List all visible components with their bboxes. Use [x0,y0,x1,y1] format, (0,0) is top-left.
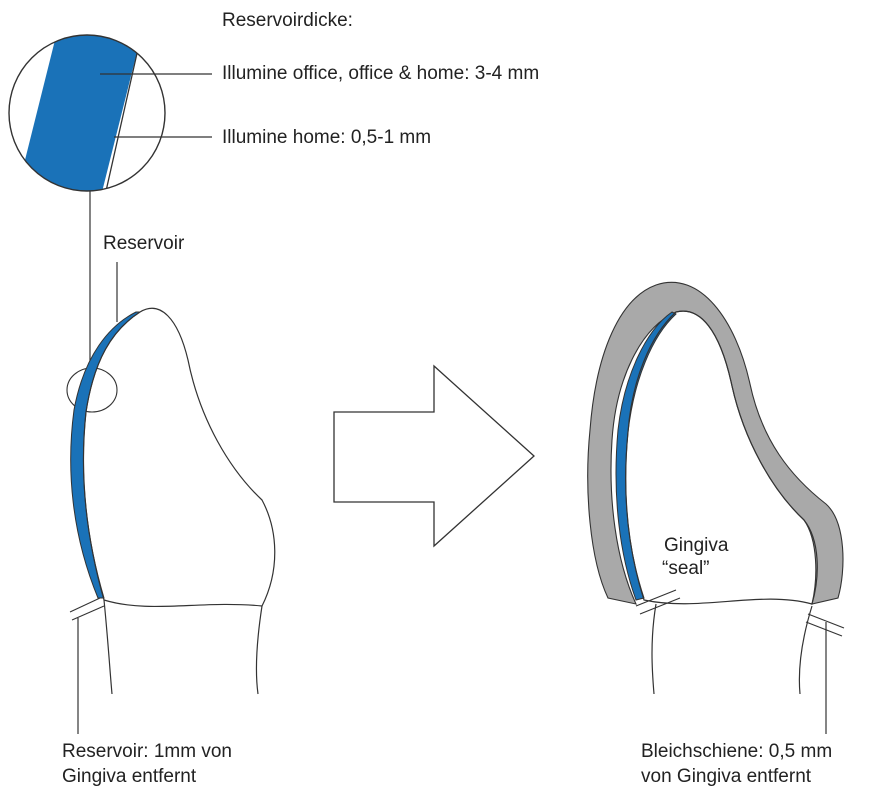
tray-distance-label-line1: Bleichschiene: 0,5 mm [641,740,832,764]
left-crown-outline [83,308,274,606]
left-tooth [70,262,275,734]
left-root-line-front [104,600,112,694]
reservoir-distance-label-line1: Reservoir: 1mm von [62,740,232,764]
right-root-line-back [799,606,812,694]
home-thickness-label: Illumine home: 0,5-1 mm [222,126,431,150]
reservoir-distance-label-line2: Gingiva entfernt [62,765,196,789]
right-arrow-icon [334,366,534,546]
left-root-line-back [256,606,262,694]
thickness-title: Reservoirdicke: [222,9,353,33]
tray-distance-label-line2: von Gingiva entfernt [641,765,811,789]
left-reservoir [71,312,140,598]
left-gingiva-mark-2 [72,606,104,620]
gingiva-seal-label-line1: Gingiva [664,534,728,558]
reservoir-label: Reservoir [103,232,184,256]
right-crown-outline [626,311,818,604]
office-thickness-label: Illumine office, office & home: 3-4 mm [222,62,539,86]
right-root-line-front [652,604,656,694]
gingiva-seal-label-line2: “seal” [662,557,710,581]
magnified-detail [9,20,165,200]
right-tooth [588,282,844,734]
right-gingiva-mark-2 [806,622,842,636]
